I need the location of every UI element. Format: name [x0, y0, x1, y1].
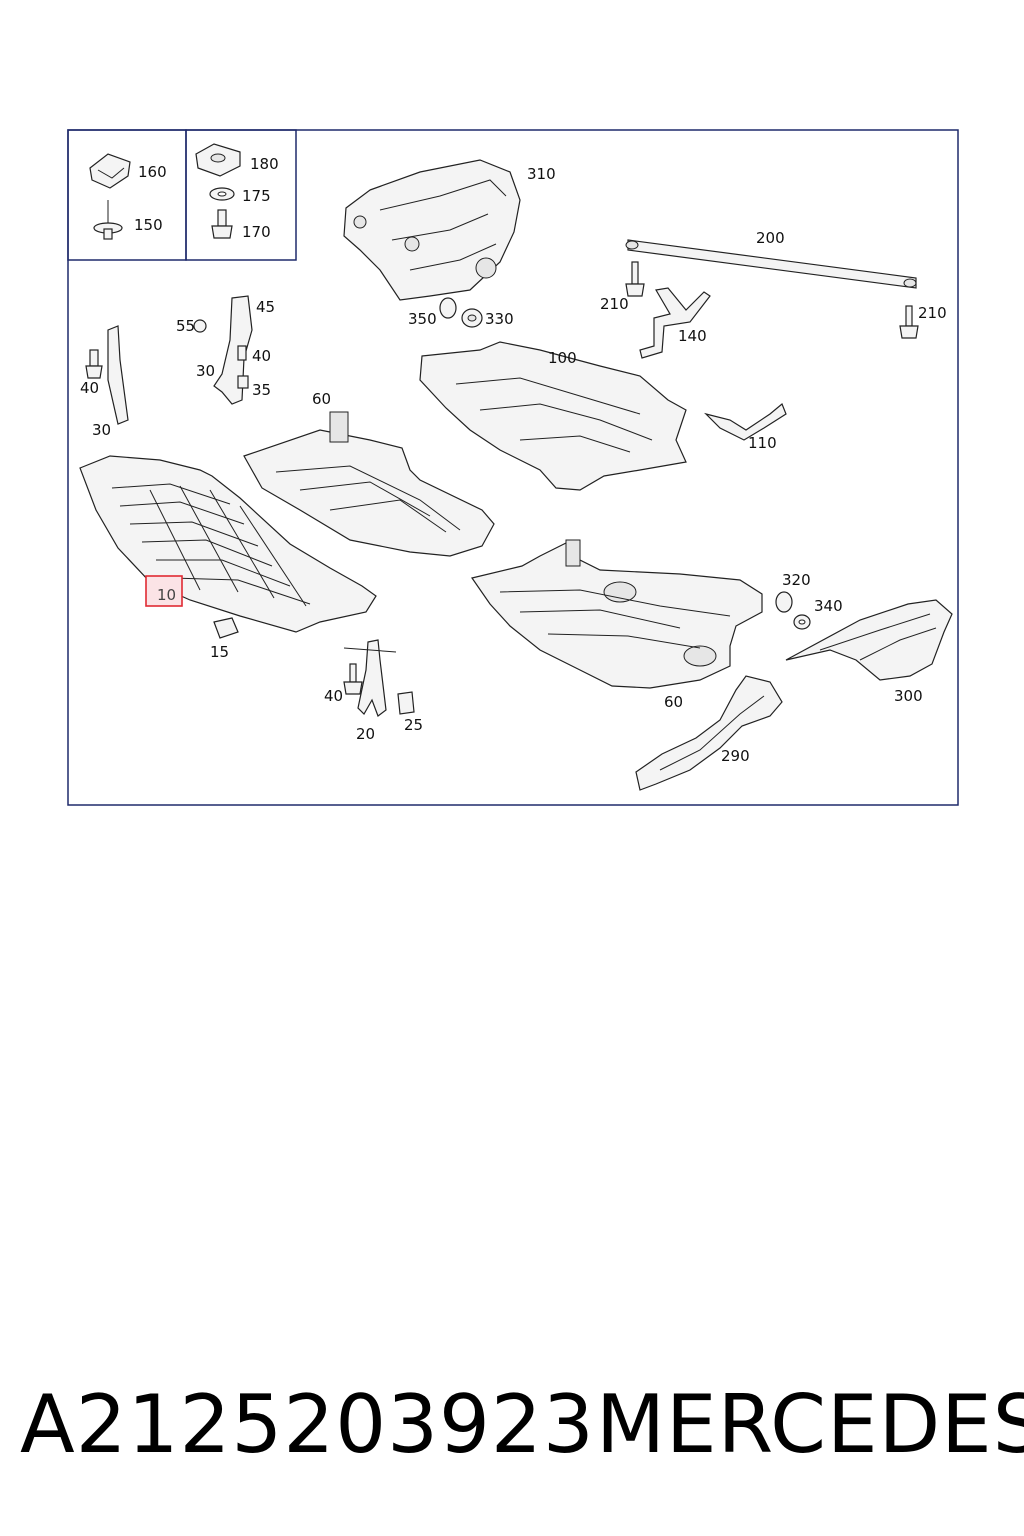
- cross-bar-200: [625, 239, 917, 289]
- shield-310: [343, 159, 521, 301]
- brand-name: MERCEDES: [596, 1378, 1024, 1471]
- callout-150: 150: [134, 216, 163, 234]
- callout-30-upper: 30: [196, 362, 215, 380]
- clip-350: [439, 297, 457, 319]
- shield-60-upper: [243, 411, 495, 557]
- bracket-30-left: [85, 325, 129, 425]
- callout-110: 110: [748, 434, 777, 452]
- callout-55: 55: [176, 317, 195, 335]
- callout-310: 310: [527, 165, 556, 183]
- push-pin-150: [93, 200, 123, 240]
- callout-10: 10: [157, 586, 176, 604]
- bracket-110: [704, 403, 787, 441]
- callout-60-lower: 60: [664, 693, 683, 711]
- clip-15: [213, 617, 239, 639]
- nut-330: [461, 308, 483, 328]
- callout-40-left: 40: [80, 379, 99, 397]
- callout-160: 160: [138, 163, 167, 181]
- bolt-170: [211, 209, 233, 239]
- callout-100: 100: [548, 349, 577, 367]
- callout-210-left: 210: [600, 295, 629, 313]
- trim-290: [635, 675, 783, 791]
- bracket-45-30: [193, 295, 253, 405]
- callout-20: 20: [356, 725, 375, 743]
- side-panel-300: [785, 599, 953, 681]
- washer-175: [209, 187, 235, 201]
- plug-320: [775, 591, 793, 613]
- bolt-210-left: [625, 261, 645, 297]
- washer-340: [793, 614, 811, 630]
- callout-320: 320: [782, 571, 811, 589]
- part-number: A2125203923: [20, 1378, 595, 1471]
- callout-40-upper: 40: [252, 347, 271, 365]
- callout-30-left: 30: [92, 421, 111, 439]
- callout-60-upper: 60: [312, 390, 331, 408]
- bolt-40-lower: [343, 663, 363, 695]
- callout-25: 25: [404, 716, 423, 734]
- diagram-frame: [67, 129, 959, 806]
- callout-10-highlight: [145, 575, 183, 607]
- callout-35: 35: [252, 381, 271, 399]
- callout-15: 15: [210, 643, 229, 661]
- parts-diagram: 160 150 180 175 170 310 350 330 200 210 …: [67, 129, 959, 806]
- callout-180: 180: [250, 155, 279, 173]
- callout-175: 175: [242, 187, 271, 205]
- bracket-140: [639, 287, 711, 359]
- callout-330: 330: [485, 310, 514, 328]
- clip-nut-160: [89, 153, 131, 189]
- footer: A2125203923 MERCEDES: [0, 1370, 1024, 1480]
- clip-25: [397, 691, 415, 715]
- callout-300: 300: [894, 687, 923, 705]
- shield-60-lower: [471, 539, 763, 689]
- bolt-210-right: [899, 305, 919, 339]
- callout-290: 290: [721, 747, 750, 765]
- shield-100: [419, 341, 687, 491]
- callout-40-lower: 40: [324, 687, 343, 705]
- bracket-20: [343, 639, 397, 717]
- clip-nut-180: [195, 143, 241, 177]
- callout-200: 200: [756, 229, 785, 247]
- fastener-box-2: [185, 129, 297, 261]
- callout-340: 340: [814, 597, 843, 615]
- callout-170: 170: [242, 223, 271, 241]
- callout-45: 45: [256, 298, 275, 316]
- callout-140: 140: [678, 327, 707, 345]
- callout-350: 350: [408, 310, 437, 328]
- callout-210-right: 210: [918, 304, 947, 322]
